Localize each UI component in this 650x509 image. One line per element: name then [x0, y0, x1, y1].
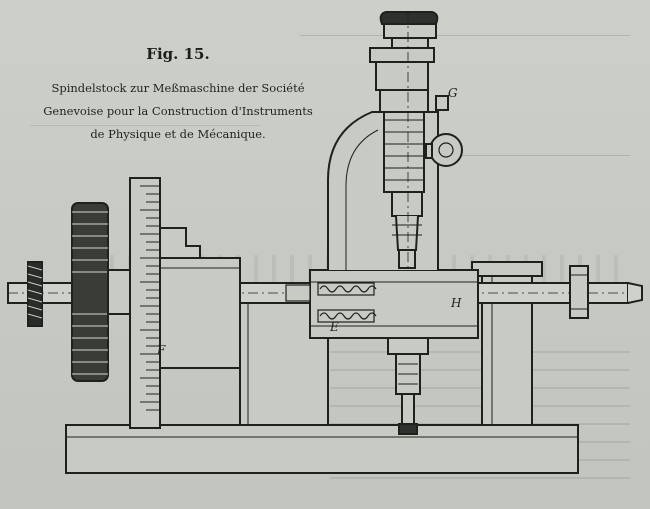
figure-label: Fig. 15. — [146, 45, 210, 63]
hand-wheel — [71, 202, 131, 382]
vertical-head — [369, 11, 439, 270]
right-nut — [569, 265, 589, 319]
spindle-housing — [285, 269, 479, 339]
label-f: F — [157, 343, 166, 357]
caption-line-2: Genevoise pour la Construction d'Instrum… — [43, 104, 313, 118]
label-e: E — [330, 320, 339, 334]
bracket-f — [159, 227, 241, 369]
caption-line-1: Spindelstock zur Meßmaschine der Société — [51, 81, 305, 95]
knurled-knob — [27, 261, 43, 327]
label-g: G — [448, 86, 458, 100]
base-plate — [65, 424, 579, 474]
side-clamp-g — [425, 95, 463, 167]
label-h: H — [451, 296, 462, 310]
graduated-drum — [129, 177, 161, 429]
caption-line-3: de Physique et de Mécanique. — [90, 127, 266, 141]
lower-probe — [387, 337, 429, 435]
